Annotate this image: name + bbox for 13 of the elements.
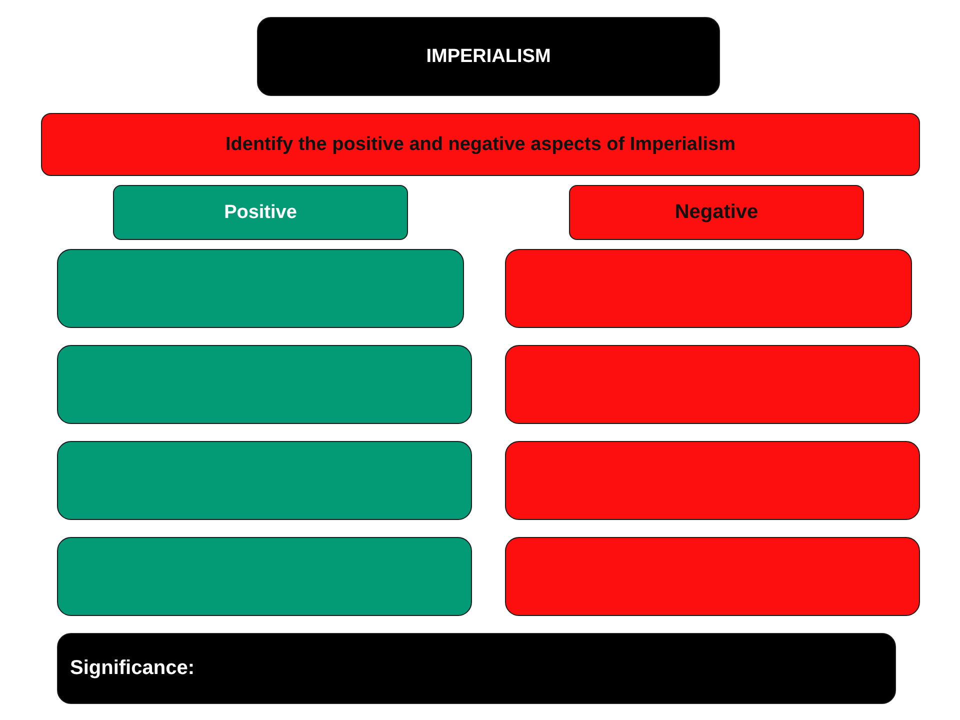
heading-banner: IMPERIALISM [257, 17, 720, 96]
answer-box [505, 537, 920, 616]
instruction-banner: Identify the positive and negative aspects of Imperialism [41, 113, 920, 176]
significance-bar: Significance: [57, 633, 896, 704]
answer-box [505, 345, 920, 424]
answer-box [505, 249, 912, 328]
answer-box [57, 537, 472, 616]
column-header: Positive [113, 185, 408, 240]
column-header: Negative [569, 185, 864, 240]
answer-box [57, 249, 464, 328]
answer-box [57, 441, 472, 520]
answer-box [505, 441, 920, 520]
answer-box [57, 345, 472, 424]
